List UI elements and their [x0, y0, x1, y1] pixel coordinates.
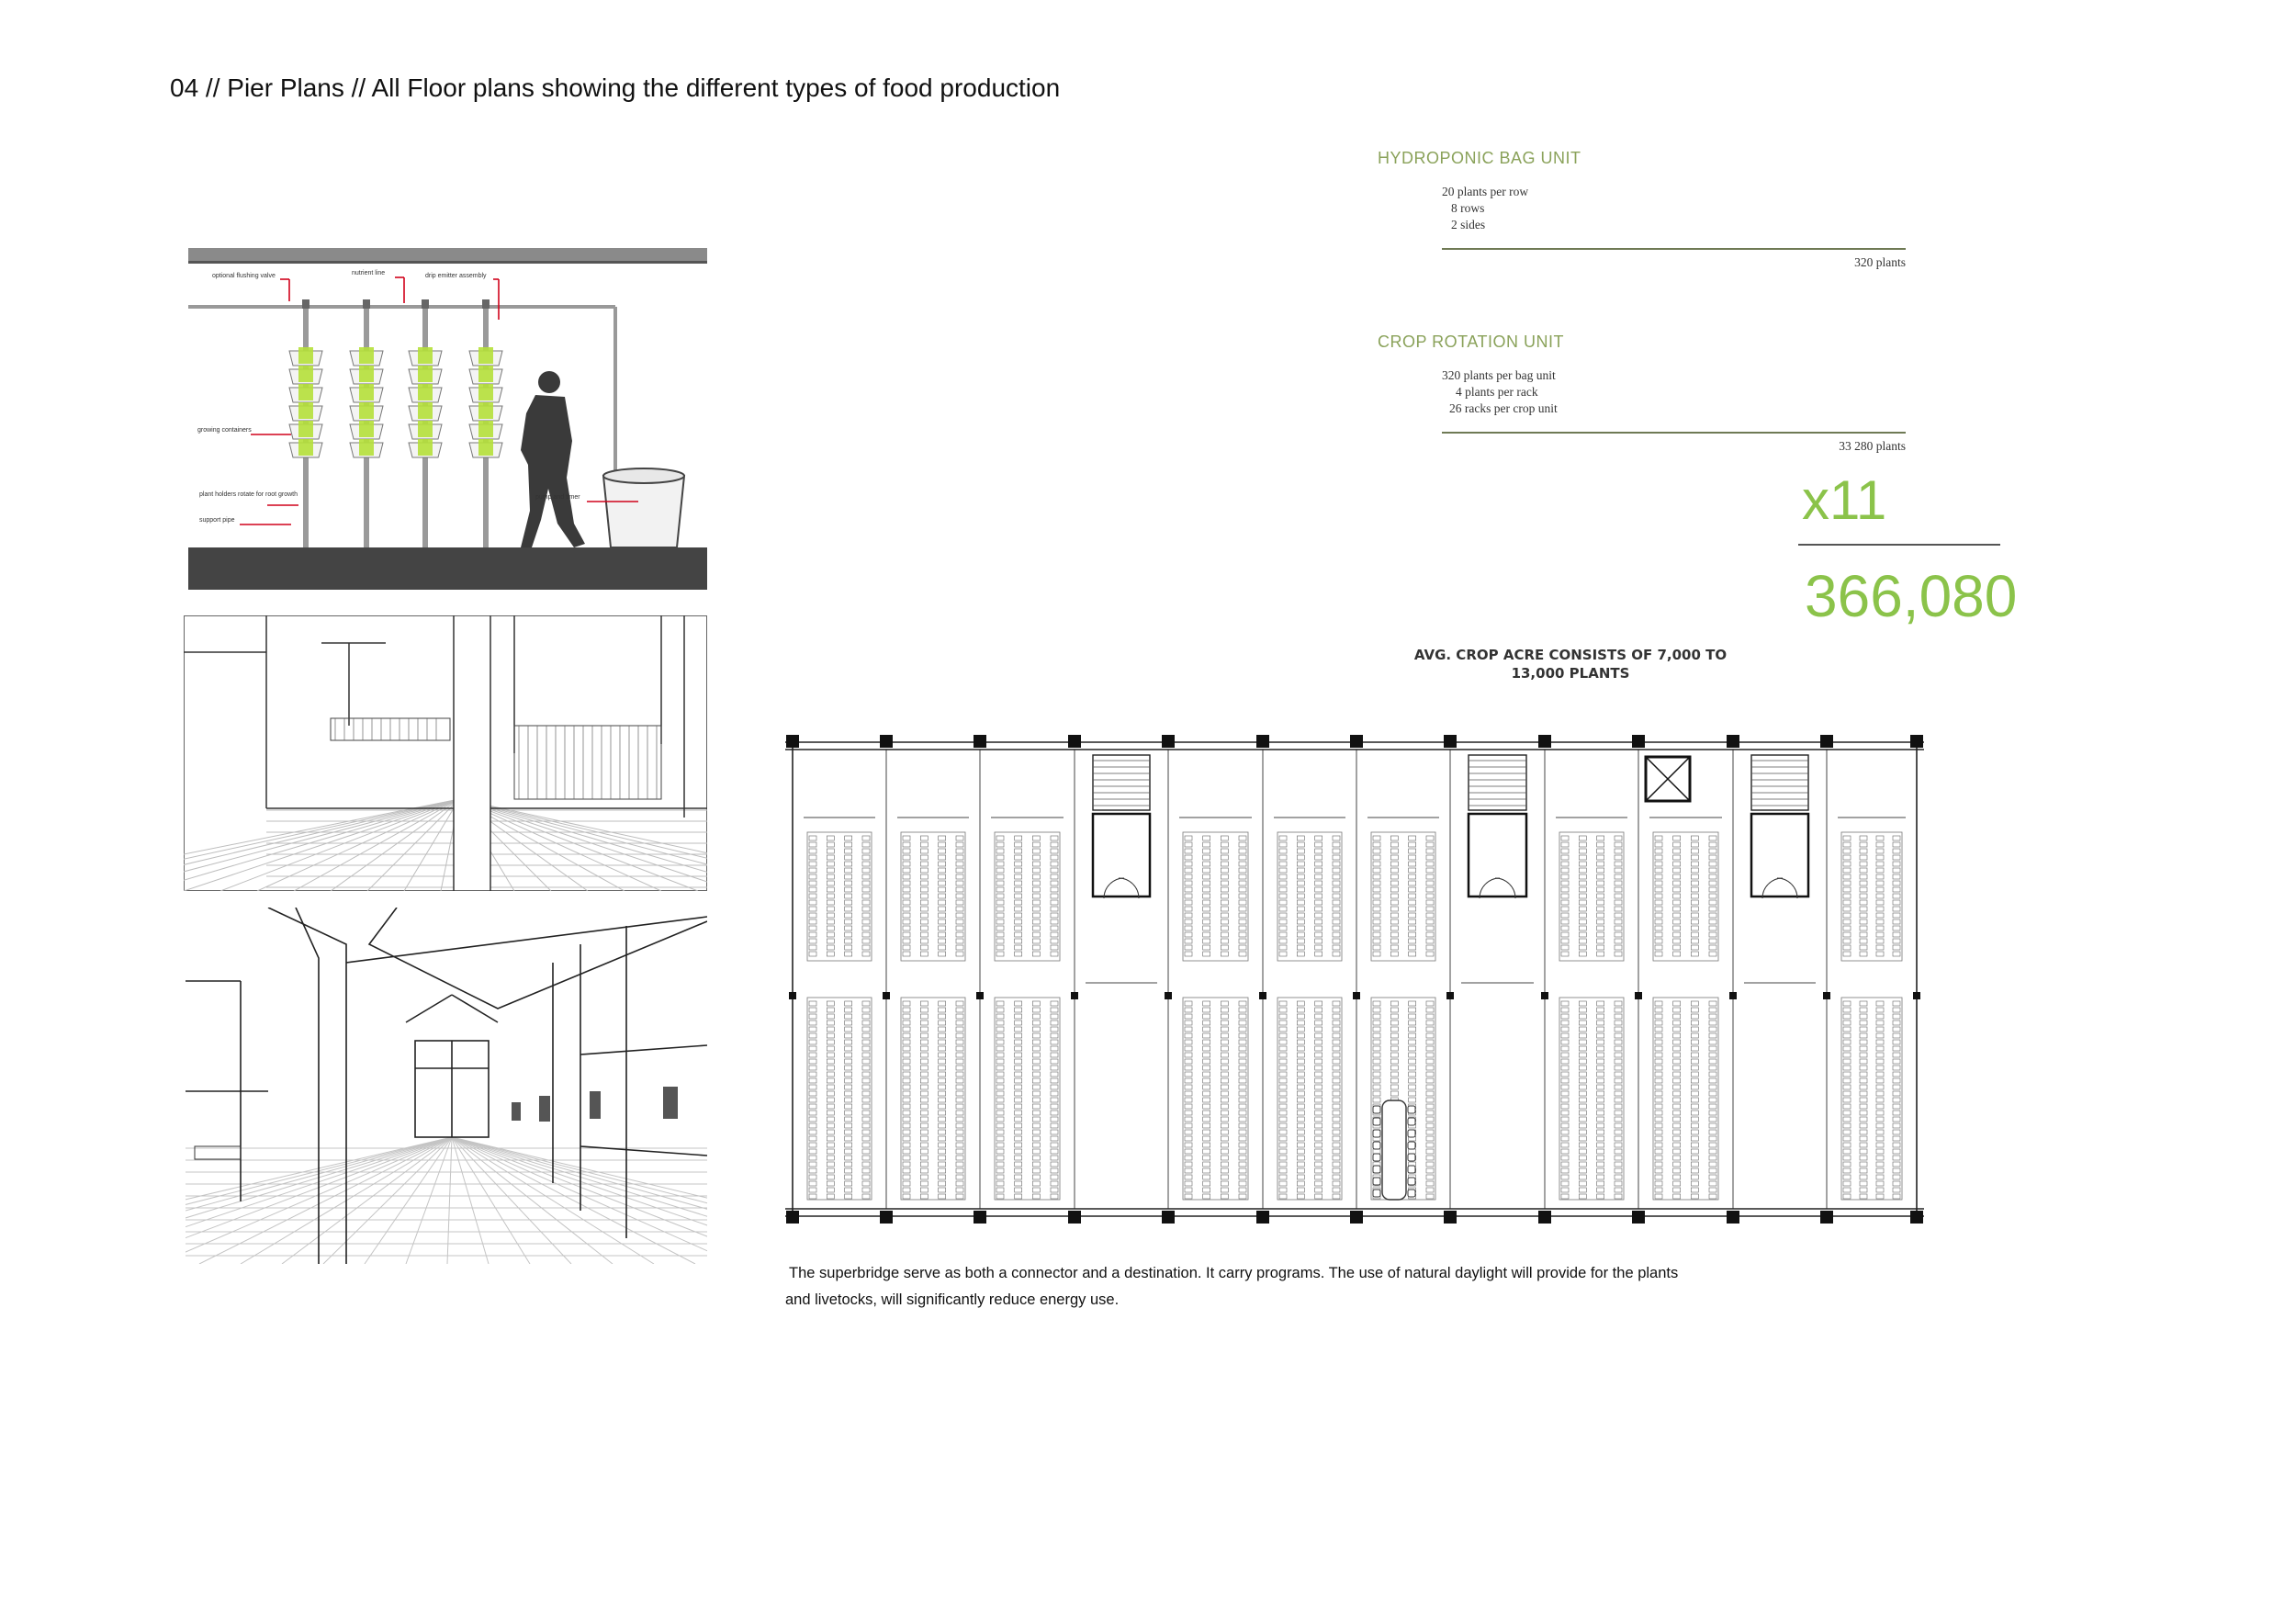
- nutrient-line-label: nutrient line: [352, 270, 385, 276]
- structural-column: [1913, 992, 1920, 999]
- drip-emitter-label: drip emitter assembly: [425, 273, 487, 279]
- elevator-core: [1644, 755, 1692, 803]
- structural-column: [1259, 992, 1266, 999]
- structural-column: [1444, 1211, 1457, 1224]
- hydroponic-unit-heading: HYDROPONIC BAG UNIT: [1378, 149, 1581, 167]
- hydroponic-line-3: 2 sides: [1451, 218, 1486, 231]
- hydroponic-section-diagram: optional flushing valve nutrient line dr…: [188, 248, 707, 590]
- crop-rotation-heading: CROP ROTATION UNIT: [1378, 333, 1565, 351]
- growing-bay: [991, 817, 1064, 1201]
- structural-column: [883, 992, 890, 999]
- floor-slab: [188, 547, 707, 590]
- support-pipe-label: support pipe: [199, 517, 235, 524]
- avg-note-line-1: AVG. CROP ACRE CONSISTS OF 7,000 TO: [1413, 647, 1728, 663]
- structural-column: [1350, 735, 1363, 748]
- crop-rule: [1442, 432, 1906, 434]
- conference-table: [1381, 1100, 1407, 1201]
- growing-bay: [897, 817, 969, 1201]
- structural-column: [1256, 1211, 1269, 1224]
- structural-column: [880, 1211, 893, 1224]
- growing-bay: [1274, 817, 1345, 1201]
- structural-column: [1635, 992, 1642, 999]
- structural-column: [1353, 992, 1360, 999]
- pump-timer-label: pump and timer: [535, 494, 580, 501]
- page-title: 04 // Pier Plans // All Floor plans show…: [170, 73, 1061, 102]
- circulation-core: [1086, 754, 1157, 984]
- avg-note-line-2: 13,000 PLANTS: [1511, 665, 1630, 682]
- caption-text: The superbridge serve as both a connecto…: [785, 1260, 1979, 1314]
- multiplier-factor: x11: [1802, 469, 1887, 531]
- structural-column: [1727, 1211, 1739, 1224]
- structural-column: [1071, 992, 1078, 999]
- plant-holders-label: plant holders rotate for root growth: [199, 491, 298, 498]
- structural-column: [1823, 992, 1830, 999]
- growing-bay: [1179, 817, 1252, 1201]
- structural-column: [976, 992, 984, 999]
- growing-bay: [1649, 817, 1722, 1201]
- hydroponic-tower: [288, 299, 323, 547]
- structural-column: [1162, 1211, 1175, 1224]
- structural-column: [786, 1211, 799, 1224]
- structural-column: [1632, 735, 1645, 748]
- circulation-core: [1744, 754, 1816, 984]
- growing-bay: [804, 817, 875, 1201]
- structural-column: [1729, 992, 1737, 999]
- perspective-view-lower: [186, 908, 707, 1264]
- perspective-view-upper: [184, 615, 707, 891]
- structural-column: [1068, 1211, 1081, 1224]
- structural-column: [1444, 735, 1457, 748]
- structural-column: [974, 735, 986, 748]
- hydroponic-tower: [468, 299, 503, 547]
- crop-line-1: 320 plants per bag unit: [1442, 368, 1556, 382]
- person-silhouette: [521, 371, 585, 547]
- structural-column: [1446, 992, 1454, 999]
- growing-containers-label: growing containers: [197, 427, 252, 434]
- structural-column: [1068, 735, 1081, 748]
- caption-line-1: The superbridge serve as both a connecto…: [789, 1265, 1679, 1281]
- structural-column: [1820, 1211, 1833, 1224]
- crop-line-3: 26 racks per crop unit: [1449, 401, 1558, 415]
- structural-column: [974, 1211, 986, 1224]
- crop-line-2: 4 plants per rack: [1456, 385, 1538, 399]
- structural-column: [1727, 735, 1739, 748]
- structural-column: [1256, 735, 1269, 748]
- crop-total: 33 280 plants: [1839, 439, 1906, 453]
- structural-column: [1910, 735, 1923, 748]
- growing-bay: [1838, 817, 1906, 1201]
- pier-floor-plan: [785, 735, 1924, 1224]
- multiplier-result: 366,080: [1805, 563, 2018, 629]
- multiplier-rule: [1798, 544, 2000, 546]
- hydroponic-tower: [408, 299, 443, 547]
- structural-column: [786, 735, 799, 748]
- structural-column: [1165, 992, 1172, 999]
- structural-column: [789, 992, 796, 999]
- growing-bay: [1556, 817, 1627, 1201]
- structural-column: [1538, 735, 1551, 748]
- structural-column: [880, 735, 893, 748]
- hydroponic-tower: [349, 299, 384, 547]
- structural-column: [1910, 1211, 1923, 1224]
- structural-column: [1632, 1211, 1645, 1224]
- caption-line-2: and livetocks, will significantly reduce…: [785, 1291, 1120, 1308]
- structural-column: [1162, 735, 1175, 748]
- avg-crop-note: AVG. CROP ACRE CONSISTS OF 7,000 TO 13,0…: [1368, 646, 1773, 682]
- hydroponic-rule: [1442, 248, 1906, 250]
- hydroponic-line-1: 20 plants per row: [1442, 185, 1529, 198]
- tower-group: [288, 299, 503, 547]
- structural-column: [1538, 1211, 1551, 1224]
- structural-column: [1350, 1211, 1363, 1224]
- nutrient-tank: [602, 468, 686, 548]
- flushing-valve-label: optional flushing valve: [212, 273, 276, 279]
- structural-column: [1541, 992, 1548, 999]
- hydroponic-line-2: 8 rows: [1451, 201, 1485, 215]
- structural-column: [1820, 735, 1833, 748]
- hydroponic-total: 320 plants: [1854, 255, 1906, 269]
- ceiling-slab: [188, 248, 707, 261]
- circulation-core: [1461, 754, 1534, 984]
